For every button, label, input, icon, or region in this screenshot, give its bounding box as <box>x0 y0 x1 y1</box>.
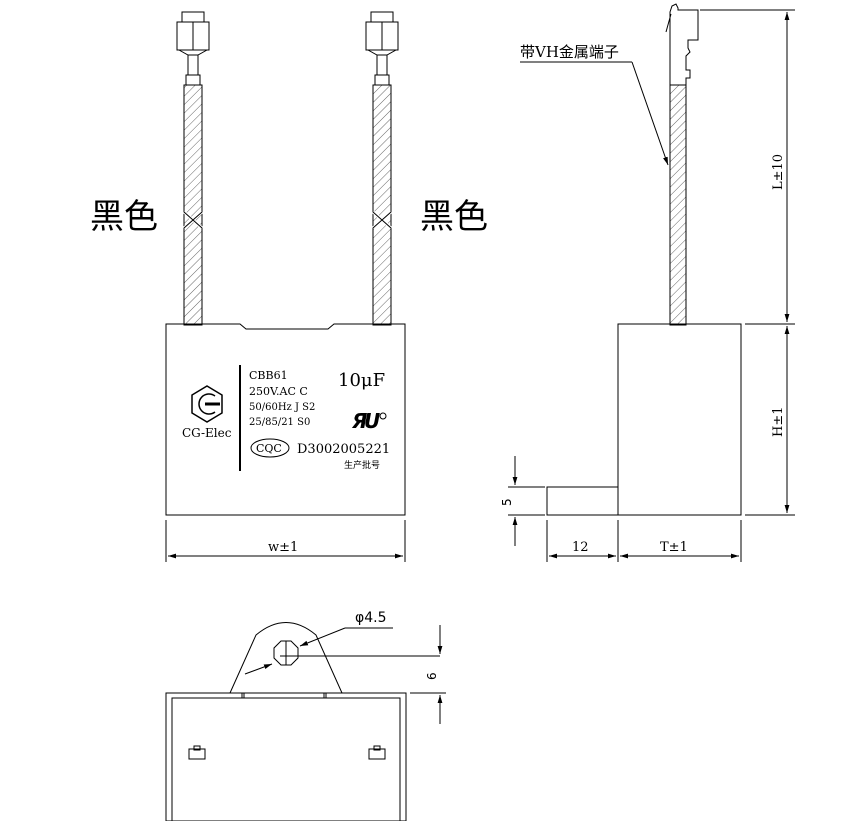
ul-logo-icon: Я U <box>351 409 387 433</box>
cg-logo-icon <box>191 385 223 423</box>
svg-text:U: U <box>364 409 380 433</box>
wire-color-right: 黑色 <box>420 197 488 237</box>
height-dimension: H±1 <box>771 406 786 437</box>
cert-number: D3002005221 <box>297 442 390 457</box>
hole-offset-dimension: 6 <box>425 672 439 680</box>
right-lead <box>365 11 399 326</box>
logo-text: CG-Elec <box>182 426 232 440</box>
cqc-text: CQC <box>256 442 282 455</box>
wire-color-left: 黑色 <box>90 197 158 237</box>
mounting-hole <box>273 640 299 666</box>
top-view: φ4.5 6 <box>165 610 446 821</box>
mounting-ear <box>229 622 343 694</box>
top-body-outer <box>165 692 407 821</box>
rating-text: 250V.AC C <box>249 385 308 398</box>
front-view: 黑色 黑色 CG-Elec CBB61 250V.AC C 50/60Hz J … <box>90 11 488 562</box>
climate-text: 25/85/21 S0 <box>249 417 310 428</box>
side-view: 带VH金属端子 L±10 H±1 5 12 T±1 <box>500 3 795 562</box>
batch-text: 生产批号 <box>344 459 380 471</box>
mounting-tab <box>546 486 619 516</box>
tab-height-dimension: 5 <box>500 498 514 506</box>
freq-text: 50/60Hz J S2 <box>249 402 315 413</box>
vh-terminal <box>669 3 699 86</box>
model-text: CBB61 <box>249 369 288 382</box>
cqc-mark-icon <box>250 438 290 458</box>
top-body-inner <box>171 697 401 821</box>
terminal-note: 带VH金属端子 <box>520 43 619 61</box>
left-terminal-slot-icon <box>188 745 206 760</box>
tab-length-dimension: 12 <box>572 540 589 555</box>
right-terminal-slot-icon <box>368 745 386 760</box>
hole-diameter-dimension: φ4.5 <box>355 610 387 626</box>
capacitor-body <box>165 323 406 516</box>
left-lead <box>176 11 210 326</box>
side-body <box>617 323 742 516</box>
thickness-dimension: T±1 <box>660 540 688 555</box>
capacitance-text: 10μF <box>338 370 385 391</box>
width-dimension: w±1 <box>268 540 298 555</box>
lead-length-dimension: L±10 <box>771 154 786 190</box>
svg-text:Я: Я <box>351 409 367 433</box>
